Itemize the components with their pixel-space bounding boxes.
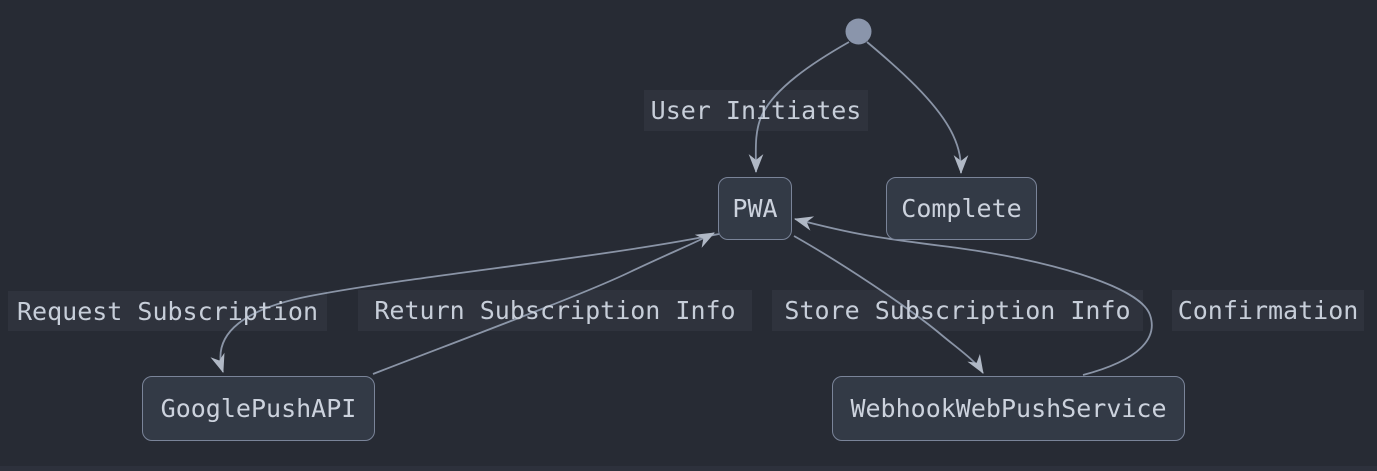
- bottom-edge-strip: [0, 466, 1377, 471]
- edge-label-return-subscription-info: Return Subscription Info: [358, 290, 752, 331]
- edge-label-store-subscription-info: Store Subscription Info: [772, 290, 1143, 331]
- edge-start-to-complete: [866, 41, 969, 175]
- edge-pwa-to-googlepushapi: [210, 233, 720, 373]
- edge-label-confirmation-text: Confirmation: [1177, 296, 1359, 325]
- edge-label-return-subscription-info-text: Return Subscription Info: [374, 296, 736, 325]
- edge-label-user-initiates-text: User Initiates: [650, 96, 862, 125]
- state-node-pwa: PWA: [718, 177, 792, 240]
- edge-label-request-subscription: Request Subscription: [8, 291, 327, 331]
- edge-label-store-subscription-info-text: Store Subscription Info: [784, 296, 1131, 325]
- edge-start-to-pwa: [748, 41, 850, 174]
- start-state-icon: [845, 18, 872, 45]
- edge-pwa-to-webhookwebpushservice: [793, 235, 984, 374]
- state-node-googlepushapi-label: GooglePushAPI: [160, 394, 357, 423]
- state-node-pwa-label: PWA: [732, 194, 778, 223]
- edge-googlepushapi-to-pwa: [372, 232, 715, 375]
- state-node-complete: Complete: [886, 177, 1037, 240]
- edge-label-user-initiates: User Initiates: [644, 90, 868, 131]
- edge-label-request-subscription-text: Request Subscription: [16, 296, 319, 326]
- edge-webhookwebpushservice-to-pwa: [793, 216, 1153, 376]
- state-node-webhookwebpushservice: WebhookWebPushService: [832, 376, 1185, 441]
- state-node-complete-label: Complete: [901, 194, 1022, 223]
- state-node-googlepushapi: GooglePushAPI: [142, 376, 375, 441]
- state-node-webhookwebpushservice-label: WebhookWebPushService: [850, 394, 1167, 423]
- edge-label-confirmation: Confirmation: [1172, 290, 1364, 331]
